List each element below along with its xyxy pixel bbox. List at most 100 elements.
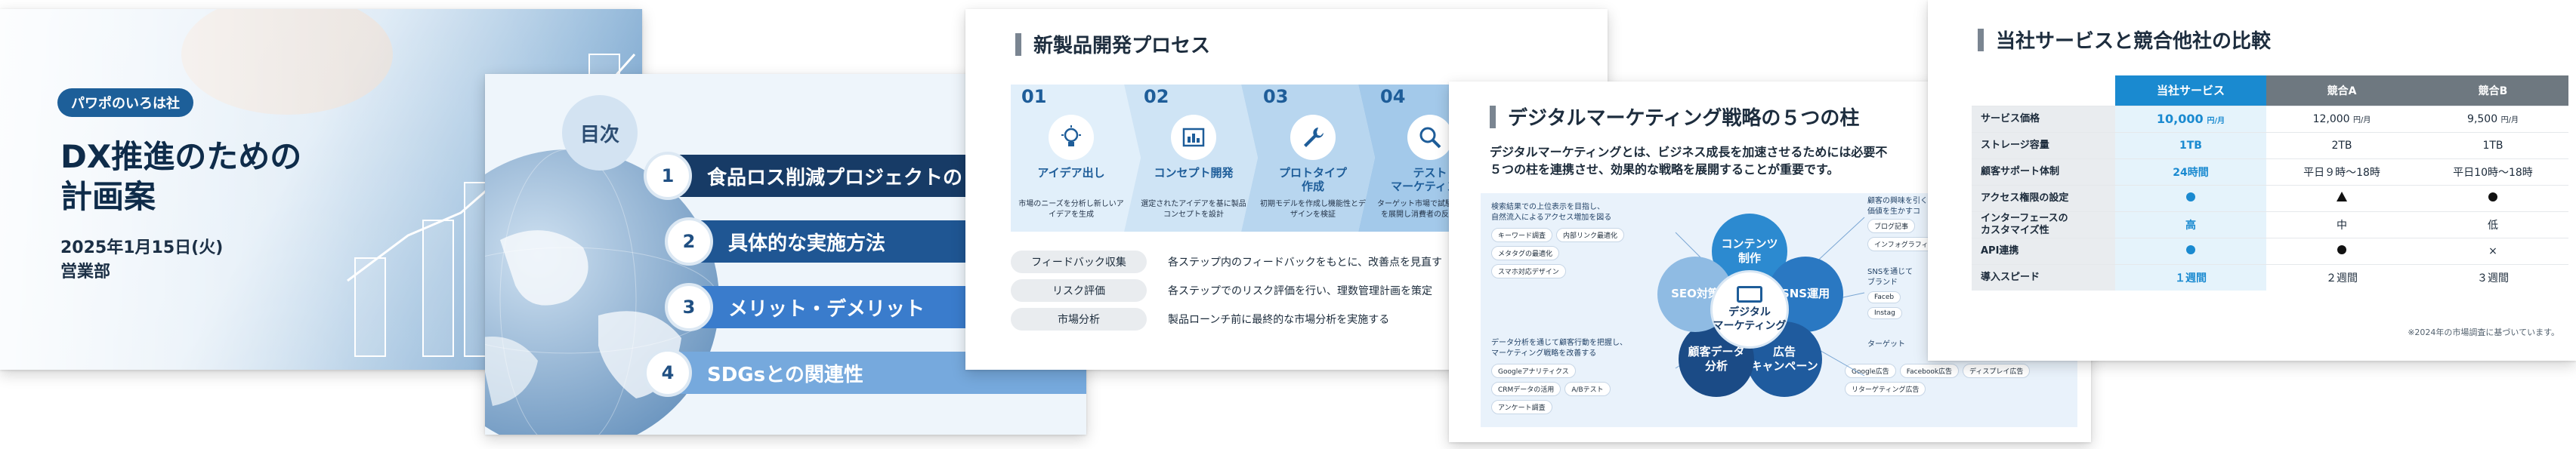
step-description: 初期モデルを作成し機能性とデザインを検証: [1260, 200, 1366, 219]
department-name: 営業部: [60, 263, 111, 281]
feature-label: 市場分析: [1011, 308, 1147, 331]
circle-mark-icon: [2186, 192, 2195, 201]
toc-heading: 目次: [562, 95, 638, 171]
tag: Faceb: [1867, 291, 1901, 303]
cell-a: 12,000 円/月: [2266, 105, 2417, 132]
tag: Google広告: [1845, 364, 1896, 378]
cell-us: [2115, 184, 2266, 211]
slide-heading: デジタルマーケティング戦略の５つの柱: [1490, 103, 1859, 131]
table-row: 導入スピード １週間 ２週間 ３週間: [1972, 263, 2568, 291]
triangle-mark-icon: [2337, 192, 2347, 201]
cell-value: 12,000: [2312, 112, 2350, 125]
toc-label: 具体的な実施方法: [728, 232, 886, 255]
row-label: サービス価格: [1972, 105, 2115, 132]
circle-mark-icon: [2337, 244, 2346, 254]
toc-label: 食品ロス削減プロジェクトの: [707, 166, 963, 189]
data-tags: Googleアナリティクス CRMデータの活用 A/Bテスト アンケート調査: [1491, 364, 1635, 414]
data-note: データ分析を通じて顧客行動を把握し、 マーケティング戦略を改善する: [1491, 339, 1627, 358]
chart-icon: [1171, 115, 1216, 160]
cell-a: [2266, 184, 2417, 211]
table-row: アクセス権限の設定: [1972, 184, 2568, 211]
tag: 内部リンク最適化: [1556, 228, 1625, 242]
slide-heading-text: デジタルマーケティング戦略の５つの柱: [1508, 107, 1860, 130]
slide-heading: 当社サービスと競合他社の比較: [1978, 26, 2271, 54]
step-number: 04: [1380, 86, 1406, 107]
feature-label: リスク評価: [1011, 279, 1147, 302]
tag: インフォグラフィ: [1867, 237, 1935, 251]
tag: スマホ対応デザイン: [1491, 264, 1566, 278]
center-label: デジタル マーケティング: [1713, 306, 1787, 332]
toc-number: 1: [644, 152, 692, 200]
tag: A/Bテスト: [1564, 382, 1611, 396]
row-label: API連携: [1972, 237, 2115, 264]
company-badge: パワポのいろは社: [57, 88, 193, 117]
title-line-1: DX推進のための: [60, 138, 302, 175]
center-hub: デジタル マーケティング: [1710, 270, 1789, 349]
cell-b: 1TB: [2417, 131, 2568, 158]
presentation-date: 2025年1月15日(火): [60, 238, 224, 257]
feature-row: リスク評価 各ステップでのリスク評価を行い、理数管理計画を策定: [1011, 279, 1432, 302]
toc-number: 3: [665, 283, 713, 331]
feature-row: フィードバック収集 各ステップ内のフィードバックをもとに、改善点を見直す: [1011, 251, 1442, 273]
intro-text: デジタルマーケティングとは、ビジネス成長を加速させるためには必要不 ５つの柱を連…: [1490, 143, 2064, 178]
process-step-3[interactable]: 03 プロトタイプ 作成 初期モデルを作成し機能性とデザインを検証: [1252, 85, 1373, 232]
row-label: アクセス権限の設定: [1972, 184, 2115, 211]
intro-line-2: ５つの柱を連携させ、効果的な戦略を展開することが重要です。: [1490, 162, 1839, 177]
feature-label: フィードバック収集: [1011, 251, 1147, 273]
row-label: 顧客サポート体制: [1972, 158, 2115, 185]
column-a: 競合A: [2266, 75, 2417, 106]
step-number: 02: [1144, 86, 1169, 107]
cell-us: 1TB: [2115, 131, 2266, 158]
cell-b: [2417, 184, 2568, 211]
ad-tags: Google広告 Facebook広告 ディスプレイ広告 リターゲティング広告: [1845, 364, 2034, 396]
slide-comparison[interactable]: 当社サービスと競合他社の比較 当社サービス 競合A 競合B サービス価格 10,…: [1928, 0, 2576, 361]
magnifier-icon: [1407, 115, 1453, 160]
feature-text: 各ステップ内のフィードバックをもとに、改善点を見直す: [1168, 257, 1443, 269]
tag: Instag: [1867, 307, 1902, 319]
table-row: インターフェースの カスタマイズ性 高 中 低: [1972, 211, 2568, 238]
row-label: インターフェースの カスタマイズ性: [1972, 211, 2115, 238]
toc-number: 2: [665, 217, 713, 266]
row-label: ストレージ容量: [1972, 131, 2115, 158]
cell-value: 9,500: [2467, 112, 2498, 125]
tag: アンケート調査: [1491, 400, 1552, 414]
column-b: 競合B: [2417, 75, 2568, 106]
toc-label: メリット・デメリット: [728, 297, 925, 321]
footnote: ※2024年の市場調査に基づいています。: [2408, 328, 2559, 337]
table-row: API連携 ×: [1972, 237, 2568, 264]
process-step-2[interactable]: 02 コンセプト開発 選定されたアイデアを基に製品コンセプトを設計: [1133, 85, 1254, 232]
ad-note: ターゲット: [1867, 340, 1905, 349]
feature-row: 市場分析 製品ローンチ前に最終的な市場分析を実施する: [1011, 308, 1389, 331]
row-label: 導入スピード: [1972, 263, 2115, 291]
cell-us: 高: [2115, 211, 2266, 238]
cell-b: ×: [2417, 237, 2568, 264]
cell-b: 平日10時～18時: [2417, 158, 2568, 185]
process-step-1[interactable]: 01 アイデア出し 市場のニーズを分析し新しいアイデアを生成: [1011, 85, 1132, 232]
toc-number: 4: [644, 349, 692, 397]
cell-a: [2266, 237, 2417, 264]
tag: Facebook広告: [1899, 364, 1960, 378]
tag: ディスプレイ広告: [1963, 364, 2031, 378]
tag: キーワード調査: [1491, 228, 1553, 242]
feature-text: 各ステップでのリスク評価を行い、理数管理計画を策定: [1168, 285, 1432, 297]
step-description: ターゲット市場で試験的に製品を展開し消費者の反応を収集: [1377, 200, 1483, 219]
comparison-table: 当社サービス 競合A 競合B サービス価格 10,000 円/月 12,000 …: [1972, 75, 2568, 291]
seo-note: 検索結果での上位表示を目指し、 自然流入によるアクセス増加を図る: [1491, 203, 1612, 222]
cell-b: ３週間: [2417, 263, 2568, 291]
table-row: ストレージ容量 1TB 2TB 1TB: [1972, 131, 2568, 158]
cell-b: 低: [2417, 211, 2568, 238]
circle-mark-icon: [2186, 244, 2195, 254]
column-us: 当社サービス: [2115, 75, 2266, 106]
step-name: アイデア出し: [1037, 166, 1105, 180]
cell-a: 平日９時～18時: [2266, 158, 2417, 185]
heading-marker: [1015, 32, 1021, 56]
step-description: 選定されたアイデアを基に製品コンセプトを設計: [1141, 200, 1246, 219]
heading-marker: [1978, 28, 1984, 51]
tag: ブログ記事: [1867, 219, 1916, 233]
cell-a: 中: [2266, 211, 2417, 238]
cell-us: 24時間: [2115, 158, 2266, 185]
circle-mark-icon: [2488, 192, 2497, 201]
toc-item-4[interactable]: SDGsとの関連性 4: [644, 349, 1086, 397]
header-corner: [1972, 75, 2115, 106]
cell-us: 10,000 円/月: [2115, 105, 2266, 132]
